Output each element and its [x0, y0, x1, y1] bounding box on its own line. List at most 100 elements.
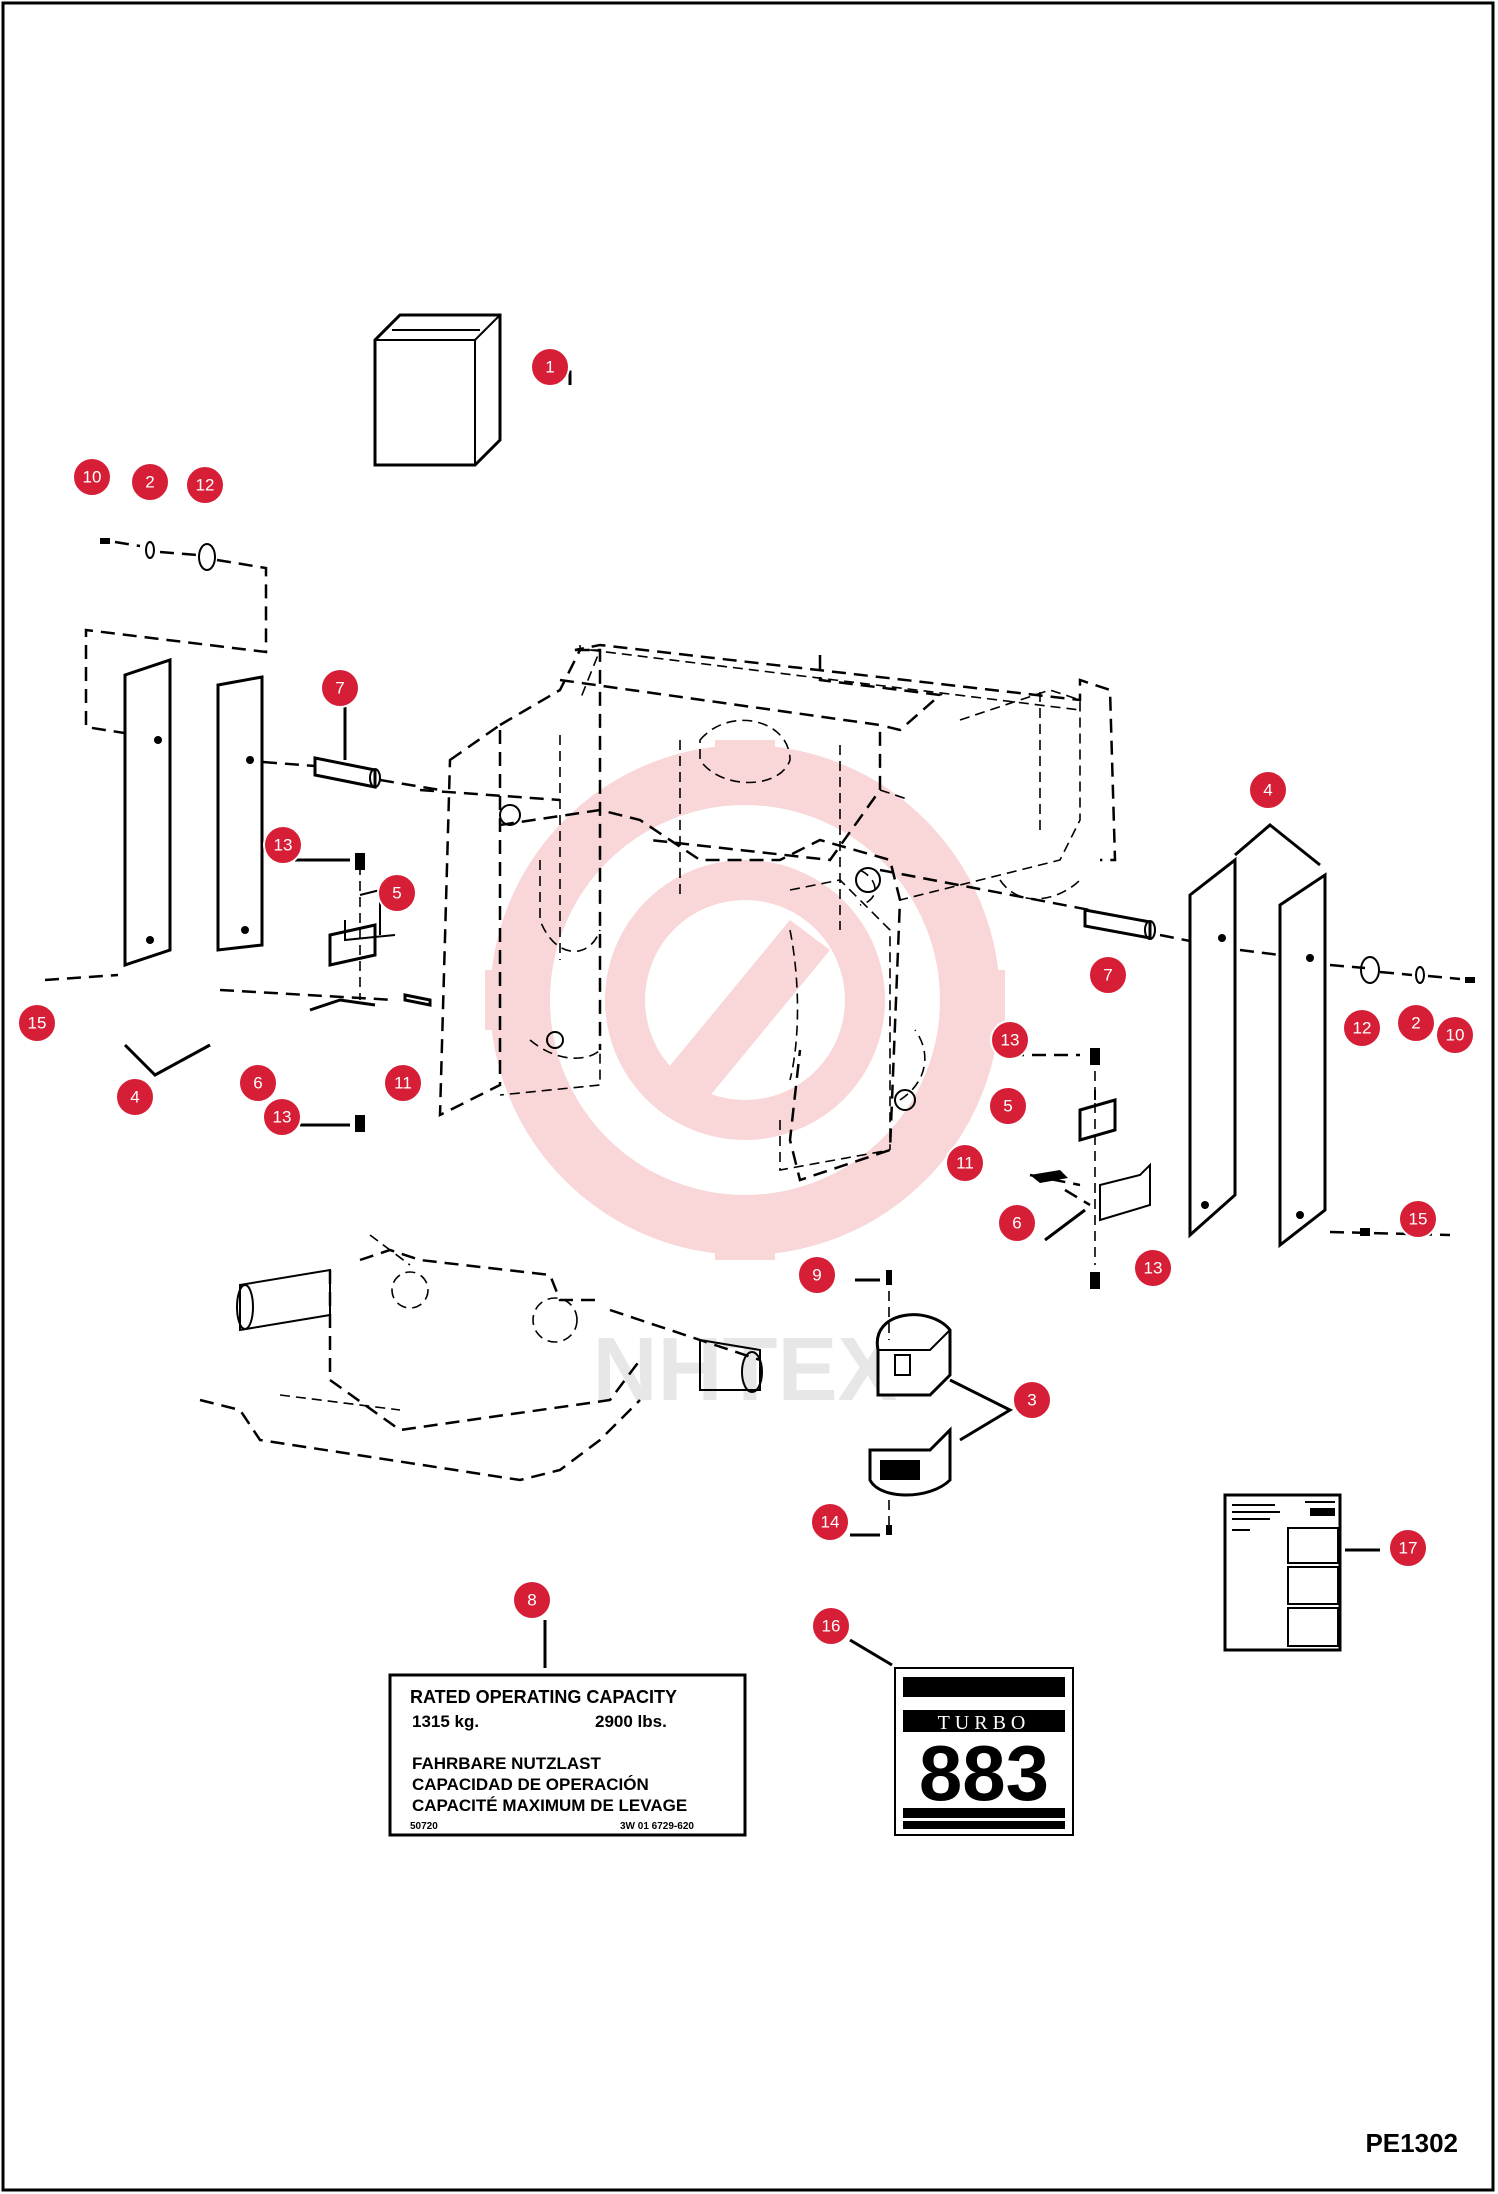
- callout-13: 13: [1133, 1248, 1173, 1288]
- capacity-part-left: 50720: [410, 1821, 438, 1832]
- callout-circle: [263, 825, 303, 865]
- callout-number: 5: [1003, 1097, 1012, 1116]
- callout-number: 10: [1446, 1026, 1465, 1045]
- hardware-left-top: [84, 538, 268, 739]
- callout-circle: [997, 1203, 1037, 1243]
- part-17-manual: [1223, 1493, 1380, 1652]
- callout-1: 1: [530, 347, 570, 387]
- callout-7: 7: [1088, 955, 1128, 995]
- capacity-line3: FAHRBARE NUTZLAST: [412, 1754, 601, 1773]
- watermark-logo: [485, 740, 1005, 1260]
- callout-10: 10: [1435, 1015, 1475, 1055]
- part-4-left-plates: [123, 657, 264, 1077]
- callout-3: 3: [1012, 1380, 1052, 1420]
- callout-number: 8: [527, 1591, 536, 1610]
- callout-circle: [1388, 1528, 1428, 1568]
- callout-number: 11: [394, 1074, 412, 1093]
- callout-circle: [320, 668, 360, 708]
- callout-number: 10: [83, 468, 102, 487]
- part-5-6-left: [44, 853, 432, 1132]
- callout-5: 5: [988, 1086, 1028, 1126]
- model-number: 883: [919, 1729, 1049, 1817]
- callout-10: 10: [72, 457, 112, 497]
- callout-circle: [1342, 1008, 1382, 1048]
- callout-15: 15: [17, 1003, 57, 1043]
- callout-16: 16: [811, 1606, 851, 1646]
- part-16-model-decal: TURBO 883: [849, 1638, 1074, 1836]
- callout-6: 6: [997, 1203, 1037, 1243]
- callout-number: 5: [392, 884, 401, 903]
- part-1-box: [373, 313, 502, 467]
- callout-11: 11: [945, 1143, 985, 1183]
- callout-number: 11: [956, 1154, 974, 1173]
- callout-circle: [185, 465, 225, 505]
- callout-circle: [1435, 1015, 1475, 1055]
- callout-number: 7: [335, 679, 344, 698]
- callout-14: 14: [810, 1502, 850, 1542]
- callout-number: 6: [1012, 1214, 1021, 1233]
- callout-6: 6: [238, 1063, 278, 1103]
- callout-9: 9: [797, 1255, 837, 1295]
- callout-circle: [238, 1063, 278, 1103]
- drawing-code: PE1302: [1365, 2128, 1458, 2158]
- capacity-kg: 1315 kg.: [412, 1712, 479, 1731]
- callout-number: 13: [1001, 1031, 1020, 1050]
- callout-circle: [377, 873, 417, 913]
- main-frame: [419, 643, 1117, 1182]
- callout-circle: [988, 1086, 1028, 1126]
- capacity-part-right: 3W 01 6729-620: [620, 1821, 694, 1832]
- callout-circle: [1248, 770, 1288, 810]
- callout-15: 15: [1398, 1199, 1438, 1239]
- callout-circle: [945, 1143, 985, 1183]
- callout-number: 2: [145, 473, 154, 492]
- callout-circle: [1088, 955, 1128, 995]
- callout-number: 6: [253, 1074, 262, 1093]
- callout-circle: [810, 1502, 850, 1542]
- callout-number: 15: [28, 1014, 47, 1033]
- callout-7: 7: [320, 668, 360, 708]
- part-7-left-pin: [262, 705, 441, 792]
- callout-13: 13: [262, 1097, 302, 1137]
- callout-number: 14: [821, 1513, 840, 1532]
- callout-number: 17: [1399, 1539, 1418, 1558]
- callout-12: 12: [185, 465, 225, 505]
- callout-17: 17: [1388, 1528, 1428, 1568]
- callout-circle: [1396, 1003, 1436, 1043]
- callout-4: 4: [115, 1077, 155, 1117]
- callout-13: 13: [990, 1020, 1030, 1060]
- callout-number: 13: [274, 836, 293, 855]
- lower-axle-frame: [199, 1234, 763, 1482]
- callout-circle: [115, 1077, 155, 1117]
- callout-circle: [130, 462, 170, 502]
- callout-circle: [1398, 1199, 1438, 1239]
- callout-circle: [1133, 1248, 1173, 1288]
- callout-number: 16: [822, 1617, 841, 1636]
- callout-circle: [383, 1063, 423, 1103]
- capacity-line1: RATED OPERATING CAPACITY: [410, 1687, 677, 1707]
- callout-number: 9: [812, 1266, 821, 1285]
- callout-13: 13: [263, 825, 303, 865]
- callout-circle: [811, 1606, 851, 1646]
- callout-8: 8: [512, 1580, 552, 1620]
- part-8-capacity-decal: RATED OPERATING CAPACITY 1315 kg. 2900 l…: [388, 1620, 747, 1837]
- callout-number: 12: [1353, 1019, 1372, 1038]
- callout-4: 4: [1248, 770, 1288, 810]
- callout-circle: [797, 1255, 837, 1295]
- capacity-line5: CAPACITÉ MAXIMUM DE LEVAGE: [412, 1796, 687, 1815]
- callout-number: 1: [545, 358, 554, 377]
- part-3-bushing: [850, 1270, 1014, 1537]
- capacity-lbs: 2900 lbs.: [595, 1712, 667, 1731]
- callout-5: 5: [377, 873, 417, 913]
- callout-2: 2: [130, 462, 170, 502]
- part-5-6-right: [1010, 1048, 1151, 1289]
- callout-circle: [17, 1003, 57, 1043]
- callout-number: 12: [196, 476, 215, 495]
- callout-circle: [1012, 1380, 1052, 1420]
- part-4-right-plates: [1188, 823, 1366, 1249]
- callout-circle: [262, 1097, 302, 1137]
- callout-2: 2: [1396, 1003, 1436, 1043]
- callout-number: 13: [1144, 1259, 1163, 1278]
- callout-number: 4: [130, 1088, 139, 1107]
